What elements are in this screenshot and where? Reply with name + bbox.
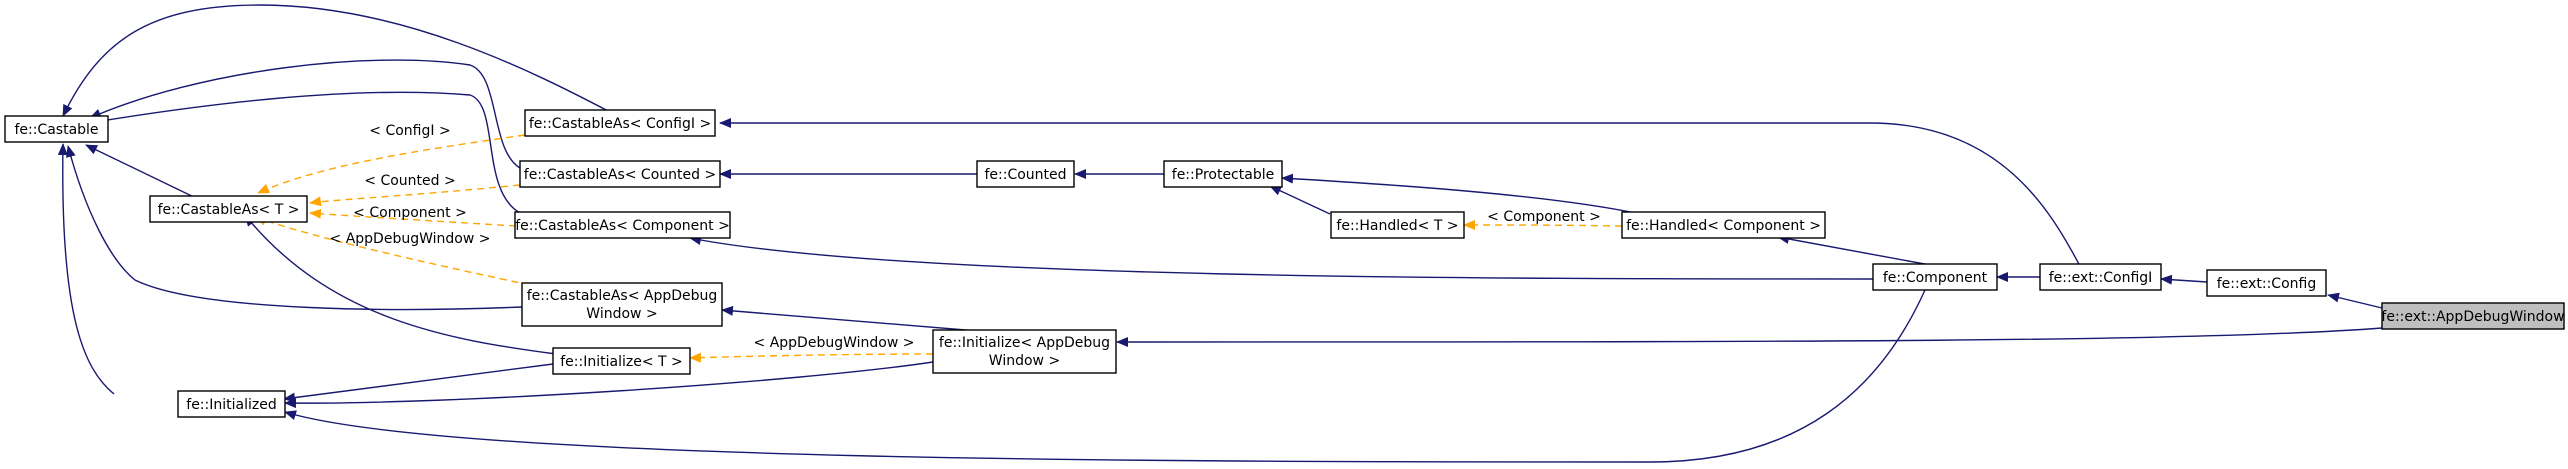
node-label-line2: Window > (586, 306, 657, 322)
edge-appdebugwindow-to-initialize-appdebug (1116, 327, 2383, 347)
edge-template-init-appdebugwindow (689, 352, 934, 363)
node-label: fe::Castable (14, 122, 98, 138)
edge-config-to-configi (2160, 274, 2208, 285)
edge-handled-t-to-protectable (1269, 185, 1331, 215)
edge-label-component: < Component > (353, 205, 467, 221)
node-castableas-t[interactable]: fe::CastableAs< T > (149, 195, 308, 223)
edge-component-to-handled-component (1777, 234, 1931, 266)
node-label-line1: fe::CastableAs< AppDebug (527, 288, 718, 304)
node-castableas-configi[interactable]: fe::CastableAs< ConfigI > (524, 109, 716, 137)
node-handled-t[interactable]: fe::Handled< T > (1330, 211, 1465, 239)
node-castable[interactable]: fe::Castable (4, 115, 109, 143)
edge-castableas-counted-to-castable (89, 59, 521, 169)
node-ext-configi[interactable]: fe::ext::ConfigI (2039, 263, 2162, 291)
node-castableas-appdebugwindow[interactable]: fe::CastableAs< AppDebug Window > (521, 282, 723, 327)
node-label: fe::Handled< T > (1336, 218, 1458, 234)
edge-handled-component-to-protectable (1281, 173, 1641, 215)
node-protectable[interactable]: fe::Protectable (1163, 160, 1283, 188)
edge-initialize-t-to-initialized (283, 363, 554, 403)
edge-template-handled-component (1463, 220, 1623, 231)
edge-template-appdebugwindow (254, 215, 531, 286)
node-label: fe::Counted (984, 167, 1066, 183)
node-label: fe::Protectable (1172, 167, 1274, 183)
node-label: fe::Component (1883, 270, 1988, 286)
node-handled-component[interactable]: fe::Handled< Component > (1621, 211, 1826, 239)
node-label: fe::CastableAs< Component > (515, 218, 730, 234)
inheritance-edges (57, 4, 2383, 463)
edge-template-component (309, 208, 517, 227)
node-label: fe::CastableAs< T > (158, 202, 300, 218)
edge-initialize-appdebug-to-castableas-appdebug (721, 305, 991, 333)
node-label: fe::Initialized (186, 397, 276, 413)
edge-label-counted: < Counted > (364, 173, 455, 189)
node-label-line2: Window > (989, 353, 1060, 369)
edge-initialized-to-castable (57, 143, 115, 395)
node-label: fe::CastableAs< Counted > (524, 167, 716, 183)
node-label: fe::CastableAs< ConfigI > (529, 116, 711, 132)
edge-castableas-appdebug-to-castable (65, 145, 523, 311)
edge-label-appdebugwindow: < AppDebugWindow > (330, 231, 491, 247)
edge-component-to-castableas-component (689, 235, 1874, 280)
node-counted[interactable]: fe::Counted (976, 160, 1075, 188)
edge-label-handled-component: < Component > (1487, 209, 1601, 225)
node-label: fe::ext::AppDebugWindow (2381, 309, 2564, 325)
node-castableas-counted[interactable]: fe::CastableAs< Counted > (519, 160, 721, 188)
node-label: fe::Initialize< T > (560, 354, 682, 370)
template-edges (254, 134, 1623, 363)
edge-castableas-component-to-castable (94, 91, 521, 214)
node-label: fe::ext::Config (2217, 276, 2316, 292)
node-label: fe::Handled< Component > (1626, 218, 1821, 234)
node-component[interactable]: fe::Component (1872, 263, 1998, 291)
edge-label-configi: < ConfigI > (369, 123, 450, 139)
edge-configi-to-castableas-configi (719, 118, 2081, 267)
node-label-line1: fe::Initialize< AppDebug (939, 335, 1110, 351)
node-initialized[interactable]: fe::Initialized (177, 390, 286, 418)
edge-castableas-t-to-castable (85, 144, 201, 201)
edge-label-init-appdebugwindow: < AppDebugWindow > (754, 335, 915, 351)
node-label: fe::ext::ConfigI (2049, 270, 2153, 286)
edge-castableas-configi-to-castable (62, 4, 611, 117)
edge-template-configi (257, 134, 526, 194)
node-initialize-t[interactable]: fe::Initialize< T > (552, 347, 691, 375)
edge-initialize-t-to-castableas-t (244, 214, 557, 355)
node-castableas-component[interactable]: fe::CastableAs< Component > (514, 211, 731, 239)
edge-component-to-initialized (284, 289, 1926, 463)
node-ext-config[interactable]: fe::ext::Config (2206, 269, 2327, 297)
edge-initialize-appdebug-to-initialized (284, 361, 934, 409)
edge-appdebugwindow-to-config (2327, 292, 2383, 309)
edge-labels: < ConfigI > < Counted > < Component > < … (330, 123, 1601, 351)
node-ext-appdebugwindow[interactable]: fe::ext::AppDebugWindow (2381, 302, 2565, 330)
edge-template-counted (309, 184, 521, 207)
node-initialize-appdebugwindow[interactable]: fe::Initialize< AppDebug Window > (932, 329, 1117, 374)
